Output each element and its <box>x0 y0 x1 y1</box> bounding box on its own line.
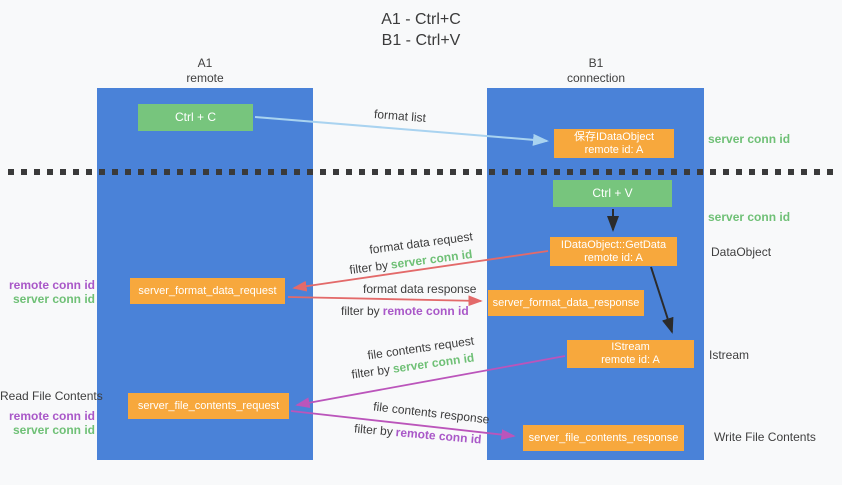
filter-by-text: filter by <box>341 304 380 318</box>
filter-by-text: filter by <box>350 362 391 382</box>
save-idataobject-line2: remote id: A <box>584 143 644 156</box>
lane-b1-role: connection <box>566 71 626 85</box>
istream-box: IStream remote id: A <box>567 340 694 368</box>
title-line-1: A1 - Ctrl+C <box>381 11 461 28</box>
lane-a1-name: A1 <box>197 56 213 70</box>
file-request-label: server_file_contents_request <box>137 399 280 412</box>
right-write-file-contents-label: Write File Contents <box>714 430 816 444</box>
save-idataobject-box: 保存IDataObject remote id: A <box>554 129 674 158</box>
file-contents-response-label: file contents response <box>372 399 491 427</box>
lane-header-b1: B1 connection <box>536 56 656 86</box>
server-format-data-request-box: server_format_data_request <box>130 278 285 304</box>
lane-b1-name: B1 <box>588 56 604 70</box>
right-server-conn-id-mid: server conn id <box>708 210 791 224</box>
diagram-title: A1 - Ctrl+C B1 - Ctrl+V <box>0 9 842 51</box>
ctrl-c-label: Ctrl + C <box>174 110 216 124</box>
left-server-conn-id-top: server conn id <box>12 292 95 306</box>
left-read-file-contents-label: Read File Contents <box>0 389 103 403</box>
istream-line1: IStream <box>611 341 650 353</box>
right-istream-label: Istream <box>709 348 750 362</box>
save-idataobject-line1: 保存IDataObject <box>573 130 655 143</box>
filter-by-text: filter by <box>353 421 394 439</box>
ctrl-v-box: Ctrl + V <box>553 180 672 207</box>
format-list-label: format list <box>373 106 427 126</box>
format-data-response-arrow <box>287 295 483 307</box>
getdata-line1: IDataObject::GetData <box>560 238 667 251</box>
left-server-conn-id-bottom: server conn id <box>12 423 95 437</box>
remote-conn-id-key: remote conn id <box>382 304 469 318</box>
format-request-label: server_format_data_request <box>138 284 277 297</box>
format-data-response-label: format data response <box>363 282 477 296</box>
getdata-line2: remote id: A <box>584 251 643 264</box>
phase-separator-dotted-line <box>8 169 836 175</box>
right-server-conn-id-top: server conn id <box>708 132 791 146</box>
server-file-contents-response-box: server_file_contents_response <box>523 425 684 451</box>
right-dataobject-label: DataObject <box>711 245 772 259</box>
server-format-data-response-box: server_format_data_response <box>488 290 644 316</box>
filter-by-text: filter by <box>348 258 389 278</box>
left-remote-conn-id-top: remote conn id <box>8 278 95 292</box>
istream-line2: remote id: A <box>601 354 660 366</box>
lane-header-a1: A1 remote <box>145 56 265 86</box>
ctrl-v-label: Ctrl + V <box>592 186 633 200</box>
remote-conn-id-key: remote conn id <box>395 425 483 447</box>
format-data-request-filter-label: filter byserver conn id <box>349 247 473 277</box>
title-line-2: B1 - Ctrl+V <box>381 32 461 49</box>
lane-a1-role: remote <box>186 71 224 85</box>
format-response-label: server_format_data_response <box>492 296 640 309</box>
file-response-label: server_file_contents_response <box>528 431 679 444</box>
server-file-contents-request-box: server_file_contents_request <box>128 393 289 419</box>
ctrl-c-box: Ctrl + C <box>138 104 253 131</box>
left-remote-conn-id-bottom: remote conn id <box>8 409 95 423</box>
idataobject-getdata-box: IDataObject::GetData remote id: A <box>550 237 677 266</box>
